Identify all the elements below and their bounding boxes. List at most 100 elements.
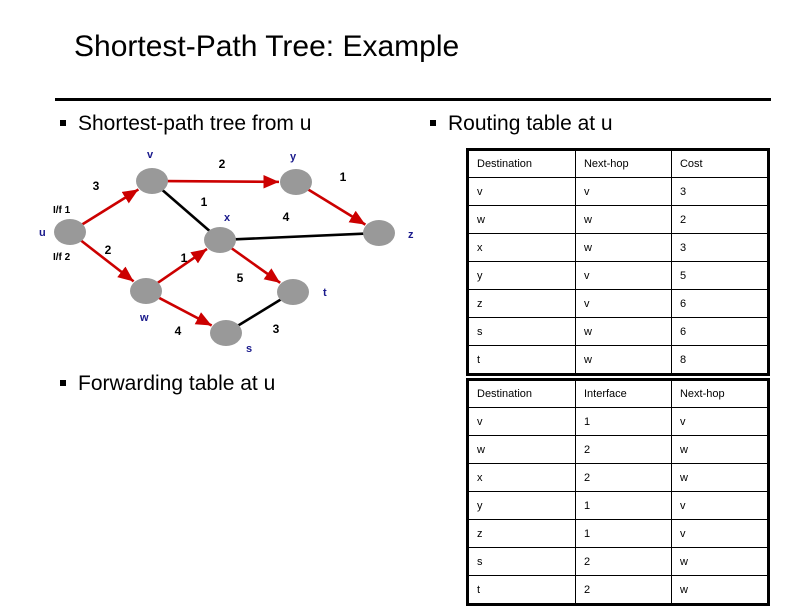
graph-edge-weight-y-z: 1 — [340, 170, 347, 184]
graph-edge-v-x — [159, 186, 213, 234]
graph-edge-w-s — [155, 295, 213, 327]
routing-table-cell: 2 — [670, 205, 769, 234]
graph-edge-weight-v-x: 1 — [201, 195, 208, 209]
bullet-label-routing: Routing table at u — [448, 112, 613, 135]
bullet-label-forwarding: Forwarding table at u — [78, 372, 276, 395]
bullet-label-tree: Shortest-path tree from u — [78, 112, 312, 135]
forwarding-table-cell: y — [468, 491, 576, 520]
routing-table-cell: w — [574, 345, 672, 374]
square-bullet-icon — [60, 120, 66, 126]
graph-edge-v-y — [163, 175, 280, 189]
graph-edge-weight-s-t: 3 — [273, 322, 280, 336]
graph-node-s — [210, 320, 242, 346]
graph-edge-weight-w-x: 1 — [181, 251, 188, 265]
routing-table-cell: x — [468, 233, 576, 262]
graph-node-label-z: z — [408, 229, 414, 241]
routing-table-cell: 6 — [670, 289, 769, 318]
graph-node-label-u: u — [39, 227, 46, 239]
graph-node-z — [363, 220, 395, 246]
graph-node-t — [277, 279, 309, 305]
graph-node-label-x: x — [224, 212, 231, 224]
graph-edge-u-v — [78, 188, 140, 228]
routing-table-cell: v — [574, 289, 672, 318]
routing-table-cell: 5 — [670, 261, 769, 290]
forwarding-table-cell: w — [468, 435, 576, 464]
routing-table-cell: 3 — [670, 177, 769, 206]
forwarding-table-cell: 1 — [574, 491, 672, 520]
graph-edge-w-x — [154, 247, 208, 286]
bullet-forwarding-table: Forwarding table at u — [60, 372, 275, 396]
bullet-shortest-path-tree: Shortest-path tree from u — [60, 112, 311, 136]
square-bullet-icon — [60, 380, 66, 386]
routing-table-cell: w — [574, 317, 672, 346]
forwarding-table-cell: v — [468, 407, 576, 436]
forwarding-table-cell: 2 — [574, 575, 672, 604]
graph-edge-x-z — [231, 232, 367, 241]
graph-edge-weight-w-s: 4 — [175, 324, 182, 338]
forwarding-table-cell: w — [670, 463, 769, 492]
graph-edge-weight-x-t: 5 — [237, 271, 244, 285]
forwarding-table-cell: t — [468, 575, 576, 604]
graph-node-label-s: s — [246, 343, 252, 355]
graph-edge-weight-v-y: 2 — [219, 157, 226, 171]
forwarding-table-cell: 1 — [574, 407, 672, 436]
forwarding-table-cell: 2 — [574, 435, 672, 464]
page-title: Shortest-Path Tree: Example — [74, 30, 460, 63]
graph-node-x — [204, 227, 236, 253]
graph-node-label-t: t — [323, 287, 327, 299]
routing-table-cell: v — [574, 177, 672, 206]
forwarding-table-cell: v — [670, 407, 769, 436]
graph-node-u — [54, 219, 86, 245]
graph-edge-x-t — [228, 245, 281, 284]
routing-table-cell: v — [468, 177, 576, 206]
graph-edge-u-w — [77, 237, 135, 283]
routing-table-cell: y — [468, 261, 576, 290]
forwarding-table-cell: z — [468, 519, 576, 548]
forwarding-table-cell: v — [670, 491, 769, 520]
graph-node-y — [280, 169, 312, 195]
square-bullet-icon — [430, 120, 436, 126]
routing-table-cell: 6 — [670, 317, 769, 346]
graph-edge-s-t — [234, 297, 284, 329]
interface-label-2: I/f 2 — [53, 252, 71, 263]
routing-table-cell: s — [468, 317, 576, 346]
graph-node-w — [130, 278, 162, 304]
graph-edge-y-z — [304, 186, 367, 226]
graph-node-v — [136, 168, 168, 194]
graph-edge-weight-x-z: 4 — [283, 210, 290, 224]
bullet-routing-table: Routing table at u — [430, 112, 613, 136]
routing-table-cell: w — [468, 205, 576, 234]
forwarding-table-cell: v — [670, 519, 769, 548]
forwarding-table-column-header: Interface — [574, 380, 672, 408]
routing-table-cell: w — [574, 233, 672, 262]
forwarding-table-cell: x — [468, 463, 576, 492]
forwarding-table-column-header: Next-hop — [670, 380, 769, 408]
forwarding-table-cell: 2 — [574, 463, 672, 492]
interface-label-1: I/f 1 — [53, 205, 71, 216]
graph-node-label-y: y — [290, 151, 297, 163]
forwarding-table-cell: 2 — [574, 547, 672, 576]
routing-table-cell: 8 — [670, 345, 769, 374]
title-divider — [55, 98, 771, 101]
forwarding-table-column-header: Destination — [468, 380, 576, 408]
